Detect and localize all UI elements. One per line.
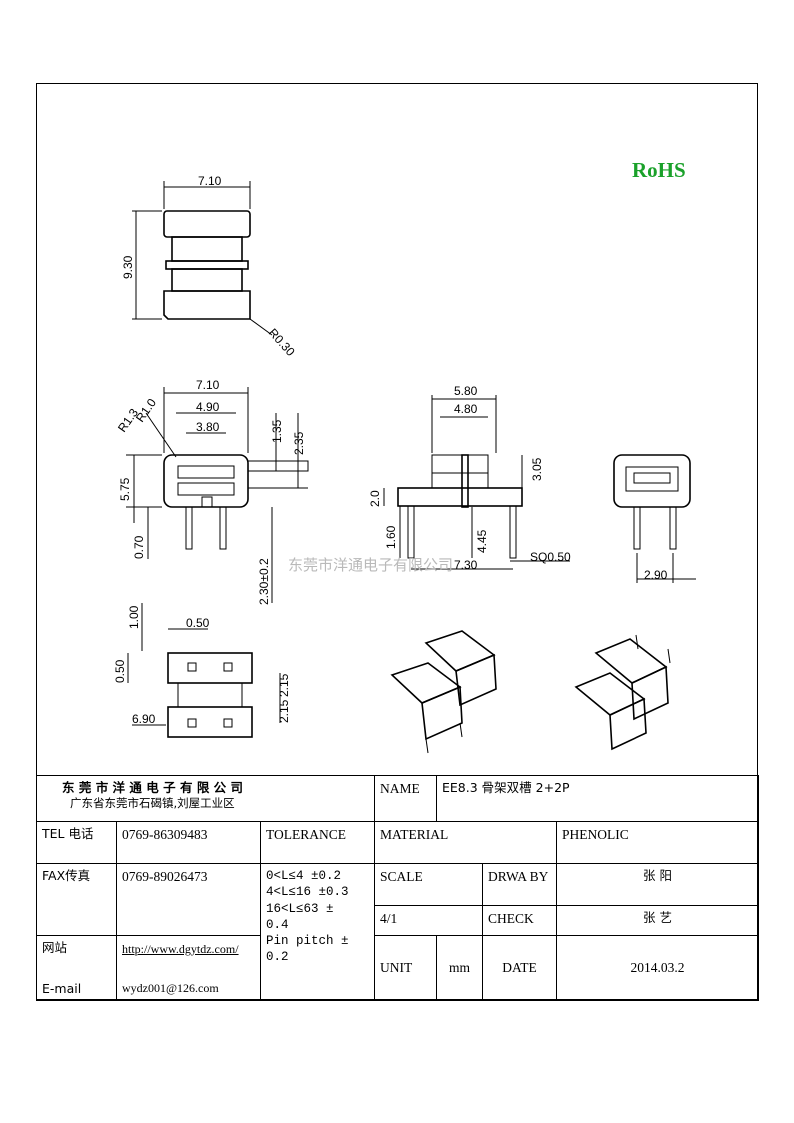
mid-view: 5.80 4.80 3.05 2.0 1.60 4.45 7.30 SQ0.50 xyxy=(368,384,571,572)
tolerance-row-3b: 0.4 xyxy=(266,917,289,932)
tolerance-row-2: 4<L≤16 ±0.3 xyxy=(266,885,349,900)
company-address: 广东省东莞市石碣镇,刘屋工业区 xyxy=(70,796,235,811)
isometric-view-left xyxy=(390,630,497,754)
web-label: 网站 xyxy=(42,940,68,955)
front-view: 7.10 4.90 3.80 R1.0 R1.3 1.35 2.35 5.75 … xyxy=(115,378,309,605)
dim-mid-h3: 1.60 xyxy=(384,525,398,549)
dim-side-width: 7.10 xyxy=(198,174,222,188)
dim-front-h2: 2.35 xyxy=(292,431,306,455)
email-value: wydz001@126.com xyxy=(122,981,219,996)
dim-front-h3: 5.75 xyxy=(118,477,132,501)
dim-mid-pin: SQ0.50 xyxy=(530,550,571,564)
dim-front-inner1: 4.90 xyxy=(196,400,220,414)
dim-side-height: 9.30 xyxy=(121,255,135,279)
bottom-view: 1.00 0.50 0.50 6.90 2.15 2.15 xyxy=(113,603,291,738)
dim-front-width: 7.10 xyxy=(196,378,220,392)
fax-value: 0769-89026473 xyxy=(116,863,261,936)
material-value: PHENOLIC xyxy=(556,821,760,864)
dim-bottom-h2: 0.50 xyxy=(113,659,127,683)
tel-value: 0769-86309483 xyxy=(116,821,261,864)
end-view: 2.90 xyxy=(613,454,696,583)
dim-mid-w2: 4.80 xyxy=(454,402,478,416)
title-block: 东 莞 市 洋 通 电 子 有 限 公 司 广东省东莞市石碣镇,刘屋工业区 NA… xyxy=(35,775,760,1001)
dim-bottom-w1: 0.50 xyxy=(186,616,210,630)
dim-mid-pitch: 7.30 xyxy=(454,558,478,572)
company-watermark: 东莞市洋通电子有限公司 xyxy=(288,556,453,574)
side-view: 7.10 9.30 R0.30 xyxy=(121,174,298,359)
dim-side-radius: R0.30 xyxy=(266,326,298,359)
scale-value: 4/1 xyxy=(374,905,484,936)
dim-front-inner2: 3.80 xyxy=(196,420,220,434)
date-value: 2014.03.2 xyxy=(556,935,760,1001)
check-value: 张 艺 xyxy=(556,905,760,936)
website-link[interactable]: http://www.dgytdz.com/ xyxy=(122,942,239,956)
name-label: NAME xyxy=(374,775,438,822)
web-email-values: http://www.dgytdz.com/ wydz001@126.com xyxy=(116,935,261,1001)
dim-end-width: 2.90 xyxy=(644,568,668,582)
dim-mid-w1: 5.80 xyxy=(454,384,478,398)
material-label: MATERIAL xyxy=(374,821,558,864)
isometric-view-right xyxy=(574,634,671,751)
tolerance-row-4: Pin pitch ± xyxy=(266,934,349,948)
dim-mid-h4: 4.45 xyxy=(475,529,489,553)
dim-bottom-w2: 6.90 xyxy=(132,712,156,726)
fax-label: FAX传真 xyxy=(36,863,117,936)
date-label: DATE xyxy=(482,935,558,1001)
tel-label: TEL 电话 xyxy=(36,821,117,864)
dim-mid-h2: 2.0 xyxy=(368,490,382,507)
name-value: EE8.3 骨架双槽 2+2P xyxy=(436,775,760,822)
unit-label: UNIT xyxy=(374,935,438,1001)
company-cell: 东 莞 市 洋 通 电 子 有 限 公 司 广东省东莞市石碣镇,刘屋工业区 xyxy=(35,775,376,822)
drwaby-value: 张 阳 xyxy=(556,863,760,906)
dim-front-pin: 2.30±0.2 xyxy=(257,558,271,605)
tolerance-label: TOLERANCE xyxy=(259,821,376,864)
dim-bottom-h1: 1.00 xyxy=(127,605,141,629)
dim-front-h1: 1.35 xyxy=(270,419,284,443)
company-name: 东 莞 市 洋 通 电 子 有 限 公 司 xyxy=(62,780,244,795)
tolerance-values: 0<L≤4 ±0.2 4<L≤16 ±0.3 16<L≤63 ± 0.4 Pin… xyxy=(259,863,376,1001)
dim-mid-h1: 3.05 xyxy=(530,457,544,481)
tolerance-row-1: 0<L≤4 ±0.2 xyxy=(266,869,342,883)
technical-drawing: 7.10 9.30 R0.30 7.10 4.90 3.80 R1.0 R1.3… xyxy=(113,174,696,754)
rohs-mark: RoHS xyxy=(632,158,686,182)
drwaby-label: DRWA BY xyxy=(482,863,558,906)
web-email-labels: 网站 E-mail xyxy=(36,935,117,1001)
check-label: CHECK xyxy=(482,905,558,936)
scale-label: SCALE xyxy=(374,863,484,906)
tolerance-row-3: 16<L≤63 ± xyxy=(266,901,334,916)
email-label: E-mail xyxy=(42,980,82,996)
dim-front-h4: 0.70 xyxy=(132,535,146,559)
dim-bottom-h4: 2.15 xyxy=(277,699,291,723)
tolerance-row-4b: 0.2 xyxy=(266,950,289,965)
dim-front-r1: R1.0 xyxy=(133,396,159,425)
unit-value: mm xyxy=(436,935,484,1001)
dim-bottom-h3: 2.15 xyxy=(277,673,291,697)
